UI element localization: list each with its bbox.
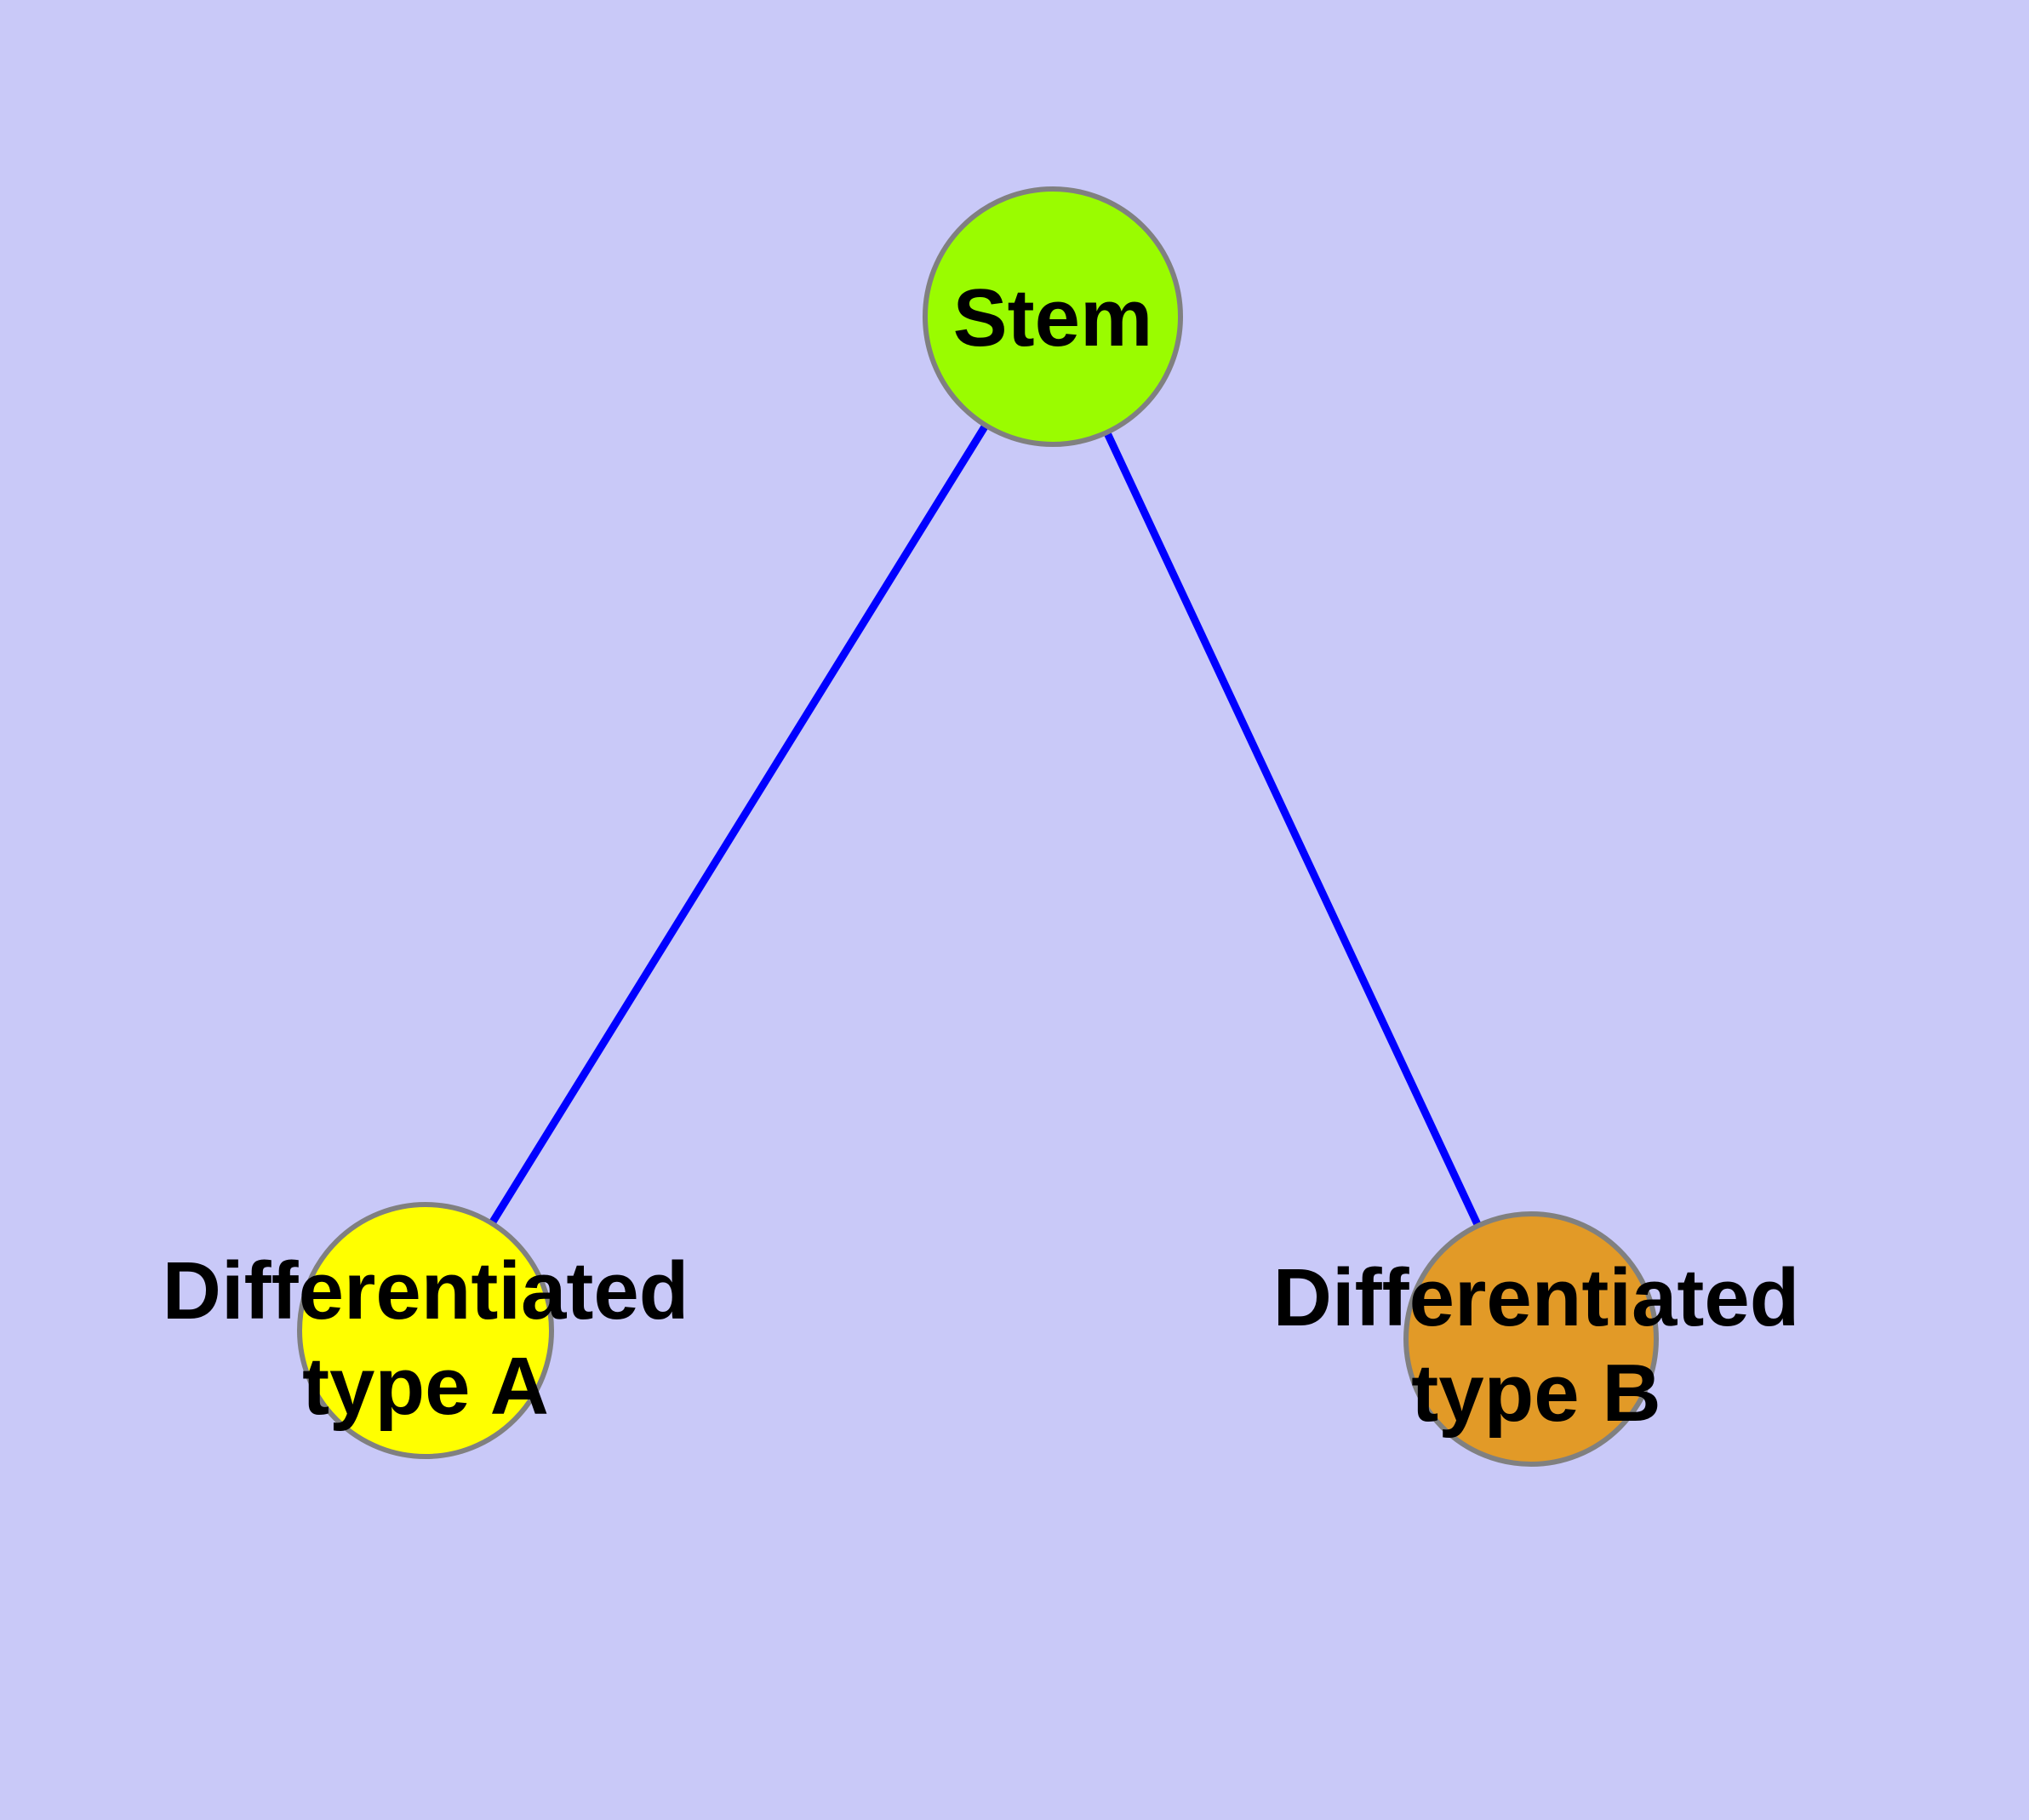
node-type-b-label-line2: type B: [1411, 1348, 1660, 1439]
node-type-a-label-line2: type A: [302, 1341, 549, 1432]
node-stem-label: Stem: [953, 272, 1153, 363]
edge-stem-to-type-a: [421, 312, 1057, 1335]
edge-stem-to-type-b: [1049, 312, 1535, 1343]
node-type-b-label-line1: Differentiated: [1273, 1252, 1800, 1343]
node-stem: [923, 186, 1183, 447]
node-type-a: [297, 1202, 554, 1459]
node-type-b: [1403, 1211, 1659, 1467]
node-type-a-label-line1: Differentiated: [163, 1245, 689, 1336]
